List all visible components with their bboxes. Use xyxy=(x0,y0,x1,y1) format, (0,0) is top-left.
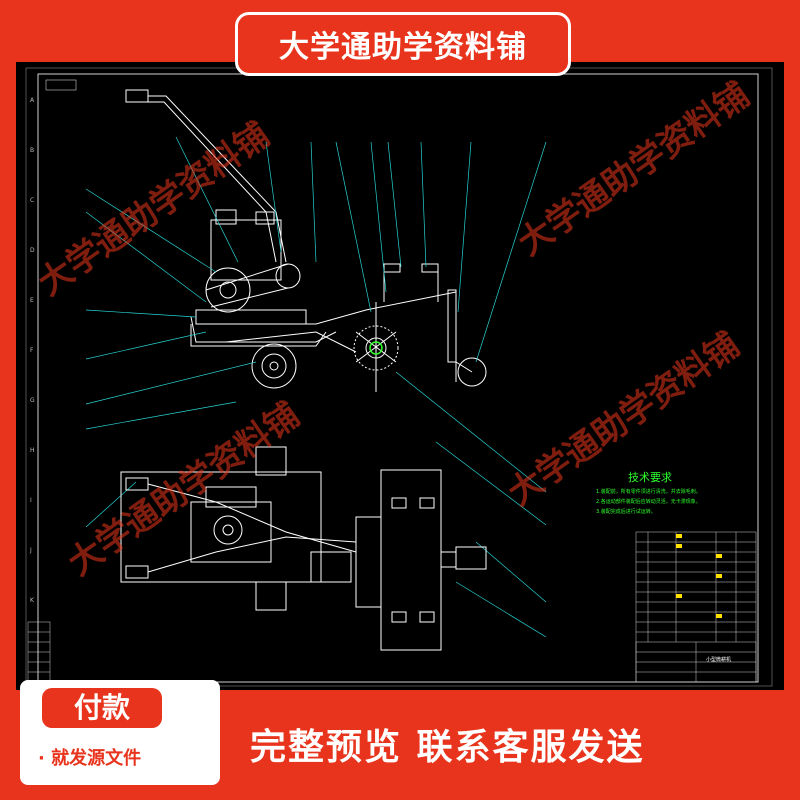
tech-line-3: 3.装配完成后进行试运转。 xyxy=(596,509,656,515)
svg-text:J: J xyxy=(29,547,32,554)
svg-text:E: E xyxy=(30,297,34,304)
leader-lines xyxy=(85,136,547,638)
svg-text:F: F xyxy=(30,347,34,354)
parts-list xyxy=(635,531,757,683)
svg-text:D: D xyxy=(30,247,35,254)
title-block-name: 小型微耕机 xyxy=(706,657,732,663)
svg-text:A: A xyxy=(30,97,35,104)
pay-title: 付款 xyxy=(42,688,162,728)
svg-text:I: I xyxy=(30,497,32,504)
bottom-contact-text: 完整预览 联系客服发送 xyxy=(250,727,645,768)
tech-requirements-title: 技术要求 xyxy=(628,471,672,484)
pay-subtitle: · 就发源文件 xyxy=(38,748,142,769)
side-view xyxy=(125,89,487,392)
svg-text:C: C xyxy=(30,197,34,204)
tech-line-1: 1.装配前，所有零件须进行清洗，并去除毛刺。 xyxy=(596,489,701,495)
svg-text:H: H xyxy=(30,447,35,454)
svg-text:K: K xyxy=(30,597,35,604)
outer-frame xyxy=(25,67,773,687)
banner-title: 大学通助学资料铺 xyxy=(279,30,527,65)
cad-drawing: A B C D E F G H I J K xyxy=(25,67,773,687)
svg-text:B: B xyxy=(30,147,34,154)
pay-box[interactable]: 付款 · 就发源文件 xyxy=(20,680,220,785)
top-banner: 大学通助学资料铺 xyxy=(235,12,571,76)
svg-text:G: G xyxy=(30,397,35,404)
tech-line-2: 2.各运动部件装配后应转动灵活，无卡滞现象。 xyxy=(596,499,701,505)
top-view xyxy=(120,446,487,651)
cad-drawing-panel: A B C D E F G H I J K xyxy=(16,62,784,690)
drawing-frame xyxy=(37,73,759,683)
